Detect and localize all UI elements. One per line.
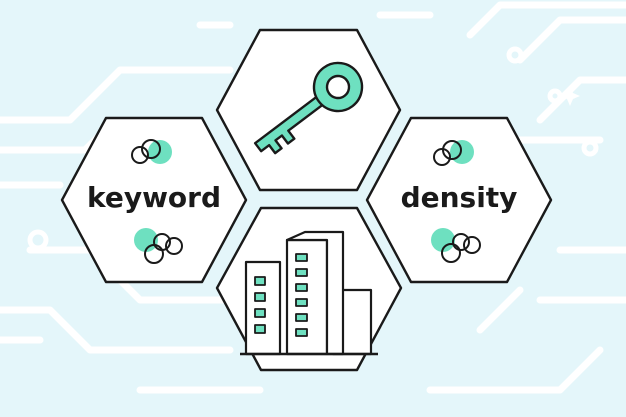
- buildings-icon: [240, 230, 378, 356]
- circles-icon-right-bottom: [431, 228, 481, 263]
- hexagon-right: [365, 116, 553, 284]
- label-density: density: [401, 181, 518, 214]
- hexagon-left: [60, 116, 248, 284]
- circles-icon-left-bottom: [134, 228, 183, 264]
- circles-icon-left-top: [131, 139, 172, 164]
- key-icon: [253, 61, 364, 155]
- sparkle-icon: [560, 86, 580, 106]
- circles-icon-right-top: [433, 140, 474, 166]
- circuit-nodes: [27, 46, 599, 251]
- circuit-background: [0, 1, 626, 394]
- label-keyword: keyword: [87, 181, 221, 214]
